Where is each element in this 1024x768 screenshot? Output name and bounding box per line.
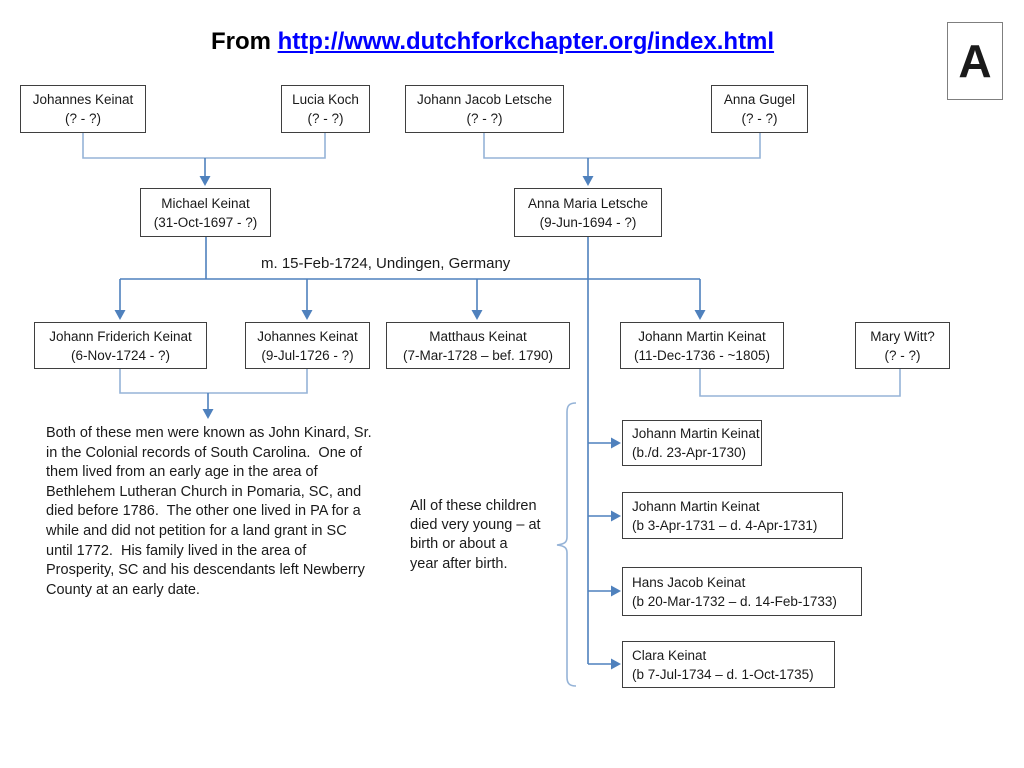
person-box-johann-friderich-keinat: Johann Friderich Keinat (6-Nov-1724 - ?) xyxy=(34,322,207,369)
person-dates: (11-Dec-1736 - ~1805) xyxy=(634,347,770,363)
slide-label: A xyxy=(958,35,992,87)
person-dates: (7-Mar-1728 – bef. 1790) xyxy=(402,347,554,363)
person-box-michael-keinat: Michael Keinat (31-Oct-1697 - ?) xyxy=(140,188,271,237)
person-dates: (31-Oct-1697 - ?) xyxy=(153,214,258,230)
person-name: Johann Jacob Letsche xyxy=(416,92,553,107)
left-note: Both of these men were known as John Kin… xyxy=(46,425,372,598)
person-name: Matthaus Keinat xyxy=(429,328,527,344)
source-link[interactable]: http://www.dutchforkchapter.org/index.ht… xyxy=(277,28,775,55)
person-name: Lucia Koch xyxy=(292,92,359,107)
person-name: Johann Martin Keinat xyxy=(632,426,760,441)
person-box-anna-gugel: Anna Gugel (? - ?) xyxy=(711,85,808,133)
person-dates: (9-Jul-1726 - ?) xyxy=(261,347,354,363)
person-box-child-johann-martin-1731: Johann Martin Keinat (b 3-Apr-1731 – d. … xyxy=(622,492,843,539)
slide-title: From http://www.dutchforkchapter.org/ind… xyxy=(0,28,985,56)
person-box-lucia-koch: Lucia Koch (? - ?) xyxy=(281,85,370,133)
person-box-child-clara: Clara Keinat (b 7-Jul-1734 – d. 1-Oct-17… xyxy=(622,641,835,688)
slide-label-box: A xyxy=(947,22,1003,100)
person-name: Anna Maria Letsche xyxy=(527,195,649,211)
person-box-anna-maria-letsche: Anna Maria Letsche (9-Jun-1694 - ?) xyxy=(514,188,662,237)
person-box-matthaus-keinat: Matthaus Keinat (7-Mar-1728 – bef. 1790) xyxy=(386,322,570,369)
person-name: Clara Keinat xyxy=(632,647,707,663)
person-name: Johann Friderich Keinat xyxy=(49,328,192,344)
person-dates: (? - ?) xyxy=(307,111,344,126)
person-dates: (6-Nov-1724 - ?) xyxy=(70,347,171,363)
person-name: Hans Jacob Keinat xyxy=(632,574,746,590)
person-box-child-johann-martin-1730: Johann Martin Keinat (b./d. 23-Apr-1730) xyxy=(622,420,762,466)
person-name: Johannes Keinat xyxy=(257,328,358,344)
connector-couple-letsche-gugel xyxy=(483,133,761,159)
person-dates: (b./d. 23-Apr-1730) xyxy=(632,445,747,460)
person-dates: (b 7-Jul-1734 – d. 1-Oct-1735) xyxy=(632,666,814,682)
marriage-note: m. 15-Feb-1724, Undingen, Germany xyxy=(261,255,511,272)
person-name: Michael Keinat xyxy=(161,195,250,211)
title-prefix: From xyxy=(210,28,278,55)
person-name: Anna Gugel xyxy=(723,92,796,107)
children-note: All of these children died very young – … xyxy=(410,498,541,572)
person-box-child-hans-jacob: Hans Jacob Keinat (b 20-Mar-1732 – d. 14… xyxy=(622,567,862,616)
person-dates: (9-Jun-1694 - ?) xyxy=(539,214,637,230)
person-dates: (? - ?) xyxy=(64,111,101,126)
person-dates: (? - ?) xyxy=(466,111,503,126)
person-dates: (? - ?) xyxy=(884,347,921,363)
connector-marriage-martin-marywitt xyxy=(699,369,901,397)
connector-couple-johannes-lucia xyxy=(82,133,326,159)
person-name: Johann Martin Keinat xyxy=(638,328,766,344)
person-box-johannes-keinat-jr: Johannes Keinat (9-Jul-1726 - ?) xyxy=(245,322,370,369)
person-name: Johannes Keinat xyxy=(32,92,134,107)
person-name: Johann Martin Keinat xyxy=(632,498,760,514)
person-dates: (? - ?) xyxy=(741,111,778,126)
person-box-johannes-keinat-sr: Johannes Keinat (? - ?) xyxy=(20,85,146,133)
person-dates: (b 3-Apr-1731 – d. 4-Apr-1731) xyxy=(632,517,818,533)
person-box-johann-jacob-letsche: Johann Jacob Letsche (? - ?) xyxy=(405,85,564,133)
connector-friderich-johannes-join xyxy=(119,369,308,394)
person-box-mary-witt: Mary Witt? (? - ?) xyxy=(855,322,950,369)
person-box-johann-martin-keinat: Johann Martin Keinat (11-Dec-1736 - ~180… xyxy=(620,322,784,369)
person-name: Mary Witt? xyxy=(870,328,935,344)
person-dates: (b 20-Mar-1732 – d. 14-Feb-1733) xyxy=(632,593,837,609)
